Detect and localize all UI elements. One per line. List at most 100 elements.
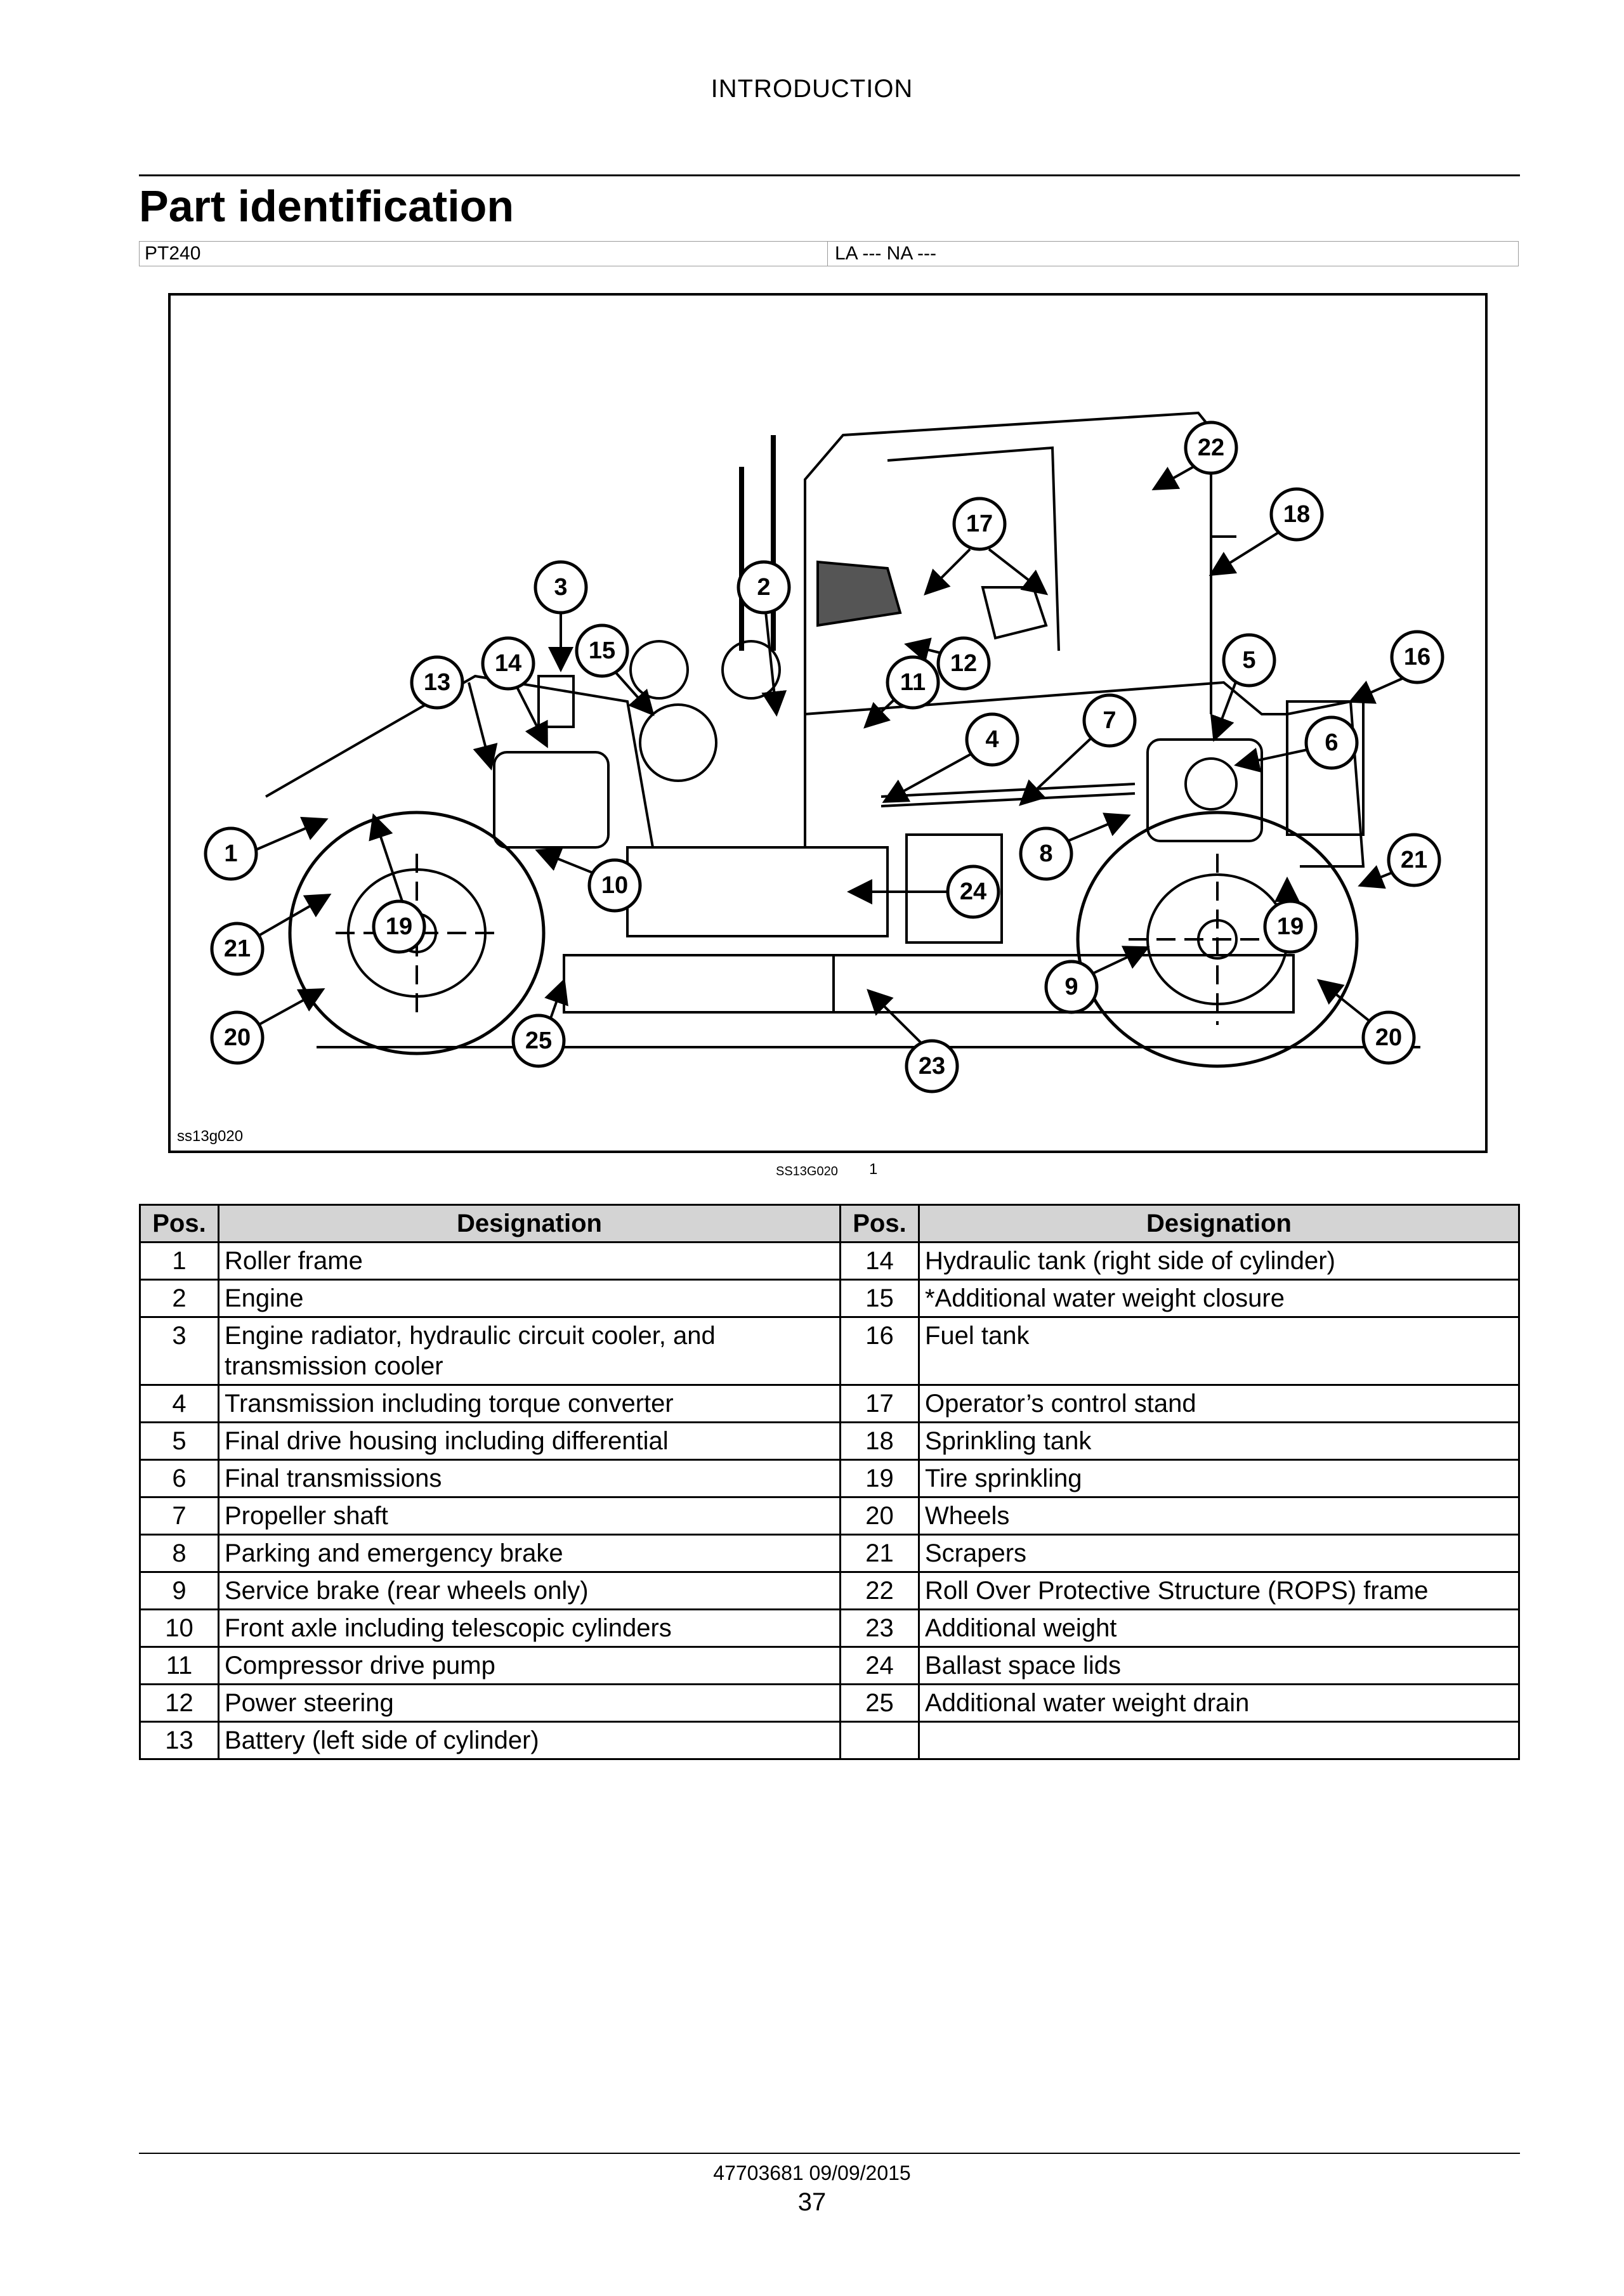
pos-cell: 17 — [839, 1384, 920, 1423]
callout-number: 21 — [224, 936, 251, 962]
pos-header: Pos. — [839, 1204, 920, 1243]
pos-cell — [839, 1721, 920, 1760]
designation-cell: Battery (left side of cylinder) — [218, 1721, 841, 1760]
callout-circle — [905, 1039, 959, 1093]
callout-marker: 4 — [965, 712, 1019, 767]
callout-marker: 23 — [905, 1039, 959, 1093]
pos-cell: 11 — [139, 1646, 219, 1685]
designation-cell: Parking and emergency brake — [218, 1534, 841, 1573]
callout-marker: 18 — [1269, 487, 1324, 542]
callout-marker: 12 — [936, 636, 991, 691]
pos-cell: 20 — [839, 1496, 920, 1536]
leader-lines — [246, 459, 1408, 1061]
designation-cell: Engine radiator, hydraulic circuit coole… — [218, 1316, 841, 1386]
callout-number: 3 — [554, 574, 567, 601]
callout-marker: 6 — [1304, 715, 1359, 770]
callout-circle — [946, 864, 1000, 919]
callout-marker: 17 — [952, 497, 1007, 551]
designation-cell: Service brake (rear wheels only) — [218, 1571, 841, 1610]
pos-cell: 4 — [139, 1384, 219, 1423]
callout-number: 4 — [985, 726, 999, 753]
callout-marker: 2 — [737, 560, 791, 615]
callout-marker: 25 — [511, 1014, 566, 1068]
figure-caption-number: 1 — [869, 1161, 878, 1178]
pos-cell: 5 — [139, 1421, 219, 1461]
callout-marker: 11 — [886, 655, 940, 710]
callout-marker: 16 — [1390, 630, 1444, 684]
callout-number: 18 — [1283, 501, 1310, 528]
callout-circle — [952, 497, 1007, 551]
designation-cell: Transmission including torque converter — [218, 1384, 841, 1423]
callout-marker: 3 — [534, 560, 588, 615]
pos-cell: 19 — [839, 1459, 920, 1498]
callout-circle — [936, 636, 991, 691]
callout-circle — [1044, 960, 1099, 1014]
callout-marker: 7 — [1082, 693, 1137, 748]
callout-circle — [1390, 630, 1444, 684]
callout-marker: 14 — [481, 636, 535, 691]
pos-cell: 22 — [839, 1571, 920, 1610]
designation-header: Designation — [918, 1204, 1520, 1243]
figure-code: ss13g020 — [177, 1128, 244, 1145]
table-header-row: Pos. Designation Pos. Designation — [139, 1204, 1520, 1243]
callout-circle — [372, 899, 426, 954]
pos-cell: 21 — [839, 1534, 920, 1573]
callout-circle — [1019, 826, 1073, 881]
pos-cell: 25 — [839, 1683, 920, 1723]
page-number: 37 — [797, 2188, 827, 2216]
callout-marker: 13 — [410, 655, 464, 710]
callout-circle — [587, 858, 642, 913]
callout-circle — [1082, 693, 1137, 748]
callout-circle — [481, 636, 535, 691]
callout-marker: 1 — [204, 826, 258, 881]
designation-cell: Power steering — [218, 1683, 841, 1723]
designation-cell: Tire sprinkling — [918, 1459, 1520, 1498]
callout-number: 6 — [1325, 729, 1338, 756]
pos-cell: 6 — [139, 1459, 219, 1498]
pos-cell: 2 — [139, 1279, 219, 1318]
designation-cell: Ballast space lids — [918, 1646, 1520, 1685]
callout-number: 2 — [757, 574, 770, 601]
designation-cell: Scrapers — [918, 1534, 1520, 1573]
callout-number: 13 — [424, 669, 450, 696]
callout-marker: 19 — [372, 899, 426, 954]
meta-divider — [827, 242, 828, 266]
footer-rule — [139, 2153, 1520, 2154]
callout-circle — [1269, 487, 1324, 542]
model-label: PT240 — [145, 243, 201, 264]
callout-circle — [1263, 899, 1318, 954]
pos-cell: 15 — [839, 1279, 920, 1318]
title-rule — [139, 174, 1520, 176]
pos-cell: 18 — [839, 1421, 920, 1461]
callout-marker: 20 — [210, 1010, 265, 1065]
callout-number: 19 — [1277, 913, 1304, 940]
designation-cell: Wheels — [918, 1496, 1520, 1536]
designation-cell: Additional water weight drain — [918, 1683, 1520, 1723]
callout-circle — [1184, 421, 1238, 475]
designation-cell: Compressor drive pump — [218, 1646, 841, 1685]
callout-number: 7 — [1103, 707, 1116, 734]
pos-cell: 13 — [139, 1721, 219, 1760]
designation-cell: Final drive housing including differenti… — [218, 1421, 841, 1461]
pos-cell: 7 — [139, 1496, 219, 1536]
designation-cell: Front axle including telescopic cylinder… — [218, 1608, 841, 1648]
callout-circle — [965, 712, 1019, 767]
running-header: INTRODUCTION — [710, 75, 914, 103]
callout-number: 21 — [1401, 847, 1427, 873]
callout-marker: 24 — [946, 864, 1000, 919]
designation-cell: Fuel tank — [918, 1316, 1520, 1386]
callout-circle — [204, 826, 258, 881]
